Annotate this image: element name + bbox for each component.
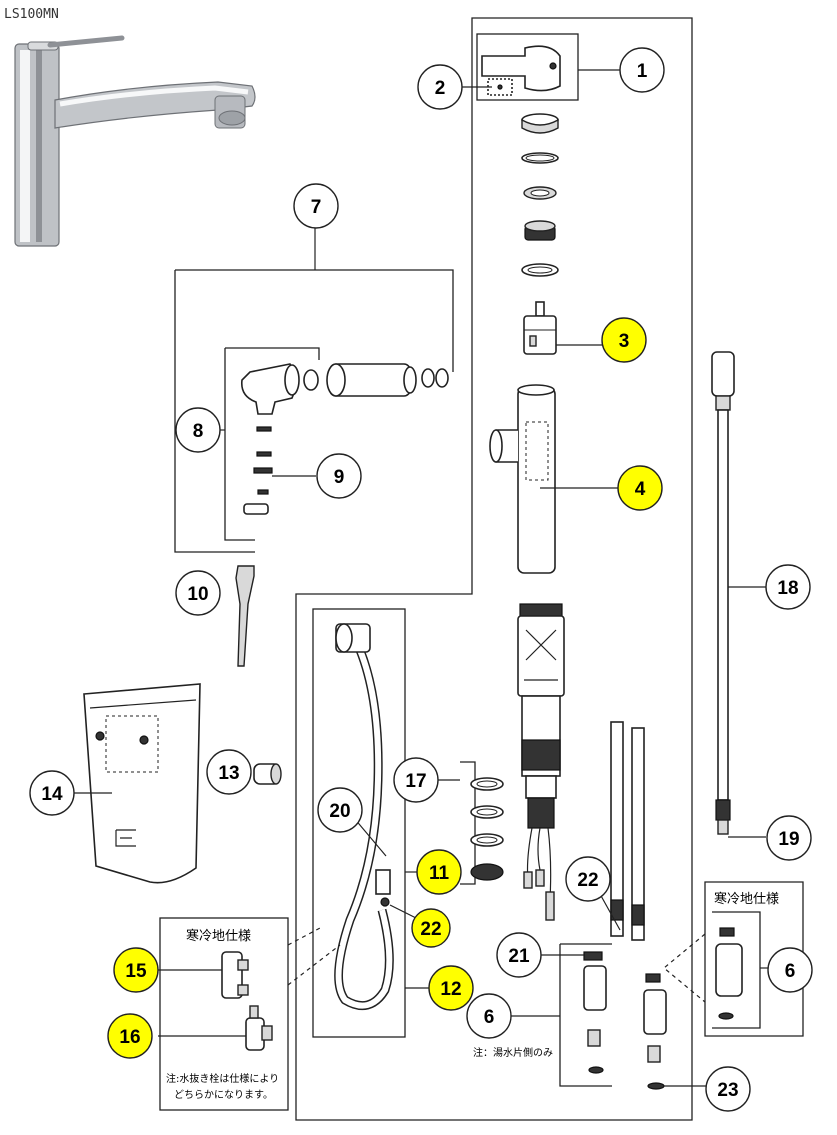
cold-region-label-right: 寒冷地仕様 xyxy=(714,891,779,907)
callout-1: 1 xyxy=(619,47,665,93)
cold-region-box-right xyxy=(704,881,804,1037)
pull-out-hose xyxy=(334,623,394,1011)
callout-label: 9 xyxy=(334,467,345,488)
inner-valve-assembly xyxy=(517,603,565,921)
callout-21: 21 xyxy=(496,932,542,978)
body-tube-part xyxy=(489,384,556,574)
callout-label: 6 xyxy=(785,961,796,982)
callout-14: 14 xyxy=(29,770,75,816)
handle-box xyxy=(476,33,579,101)
callout-label: 8 xyxy=(193,421,204,442)
callout-9: 9 xyxy=(316,453,362,499)
clip-part-10 xyxy=(235,565,255,667)
cold-region-label-left: 寒冷地仕様 xyxy=(186,928,251,944)
callout-label: 17 xyxy=(405,771,426,792)
cold-region-adapter xyxy=(715,927,743,1020)
drain-valve-parts xyxy=(221,951,273,1051)
callout-17: 17 xyxy=(393,757,439,803)
callout-label: 12 xyxy=(440,979,461,1000)
callout-label: 2 xyxy=(435,78,446,99)
callout-label: 18 xyxy=(777,578,798,599)
subframe-7 xyxy=(175,269,454,372)
note-drain-valve-line1: 注:水抜き栓は仕様により xyxy=(166,1072,279,1085)
callout-label: 16 xyxy=(119,1027,140,1048)
callout-15: 15 xyxy=(113,947,159,993)
supply-tubes-22 xyxy=(610,721,645,941)
callout-label: 11 xyxy=(429,863,450,884)
callout-label: 1 xyxy=(637,61,648,82)
callout-label: 21 xyxy=(508,946,530,967)
callout-3: 3 xyxy=(601,317,647,363)
callout-label: 6 xyxy=(484,1007,495,1028)
callout-16: 16 xyxy=(107,1013,153,1059)
callout-11: 11 xyxy=(416,849,462,895)
callout-label: 23 xyxy=(717,1080,738,1101)
callout-label: 10 xyxy=(187,584,208,605)
callout-2: 2 xyxy=(417,64,463,110)
cap-rings-stack xyxy=(521,113,559,277)
packing-rings-17 xyxy=(470,777,504,881)
cover-part-14 xyxy=(83,683,201,884)
callout-label: 19 xyxy=(778,829,799,850)
callout-19: 19 xyxy=(766,815,812,861)
callout-label: 4 xyxy=(635,479,646,500)
spray-head-parts xyxy=(240,363,449,415)
handle-lever-part xyxy=(481,45,561,96)
callout-label: 7 xyxy=(311,197,322,218)
callout-label: 15 xyxy=(125,961,147,982)
callout-label: 3 xyxy=(619,331,630,352)
callout-6: 6 xyxy=(466,993,512,1039)
hose-frame xyxy=(312,608,406,1038)
note-drain-valve-line2: どちらかになります。 xyxy=(174,1089,273,1101)
callout-label: 22 xyxy=(420,919,441,940)
callout-18: 18 xyxy=(765,564,811,610)
callout-7: 7 xyxy=(293,183,339,229)
note-hot-water-side: 注：湯水片側のみ xyxy=(473,1046,553,1059)
callout-label: 13 xyxy=(218,763,239,784)
callout-22-bottom: 23 xyxy=(705,1066,751,1112)
cartridge-part xyxy=(523,301,557,355)
model-code: LS100MN xyxy=(4,7,59,22)
cold-region-box-left xyxy=(159,917,289,1111)
callout-22: 22 xyxy=(565,856,611,902)
supply-hose-18 xyxy=(711,351,735,835)
callout-8: 8 xyxy=(175,407,221,453)
callout-label: 14 xyxy=(41,784,63,805)
main-assembly-frame xyxy=(295,17,693,1121)
callout-23: 22 xyxy=(411,908,451,948)
faucet-product-image xyxy=(14,35,256,247)
callout-4: 4 xyxy=(617,465,663,511)
callout-label: 22 xyxy=(577,870,598,891)
callout-20: 20 xyxy=(317,787,363,833)
callout-13: 13 xyxy=(206,749,252,795)
callout-10: 10 xyxy=(175,570,221,616)
callout-6-cold: 6 xyxy=(767,947,813,993)
aerator-parts-9 xyxy=(243,426,273,515)
callout-12: 12 xyxy=(428,965,474,1011)
adapter-parts-6 xyxy=(583,951,667,1090)
callout-label: 20 xyxy=(329,801,350,822)
nozzle-part-13 xyxy=(253,763,282,785)
